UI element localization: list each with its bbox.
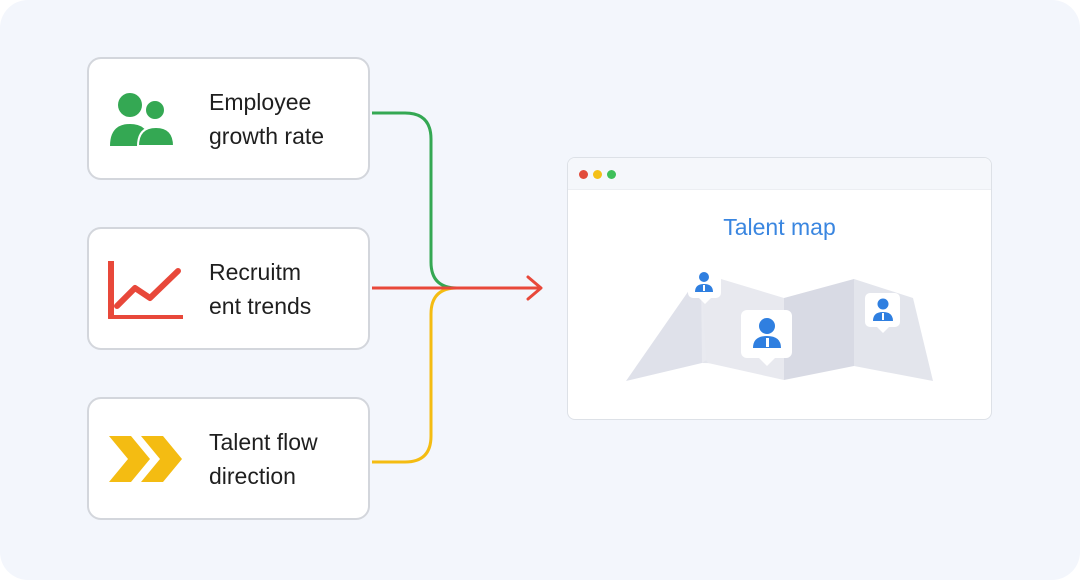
green-connector bbox=[372, 111, 458, 290]
talent-map-window: Talent map bbox=[567, 157, 992, 420]
person-pin-icon bbox=[741, 310, 792, 366]
employee-growth-rate-card[interactable]: Employee growth rate bbox=[87, 57, 370, 180]
arrow-right-icon bbox=[526, 275, 543, 301]
card-label: Recruitm ent trends bbox=[209, 259, 312, 319]
talent-flow-direction-card[interactable]: Talent flow direction bbox=[87, 397, 370, 520]
trend-chart-icon bbox=[108, 261, 183, 319]
recruitment-trends-card[interactable]: Recruitm ent trends bbox=[87, 227, 370, 350]
maximize-dot[interactable] bbox=[607, 170, 616, 179]
people-icon bbox=[110, 93, 176, 147]
person-pin-icon bbox=[688, 267, 721, 304]
close-dot[interactable] bbox=[579, 170, 588, 179]
double-chevron-right-icon bbox=[109, 436, 182, 482]
window-titlebar bbox=[568, 158, 991, 190]
yellow-connector bbox=[372, 286, 458, 464]
talent-map-illustration bbox=[626, 267, 933, 381]
person-pin-icon bbox=[865, 293, 900, 333]
window-title: Talent map bbox=[723, 214, 836, 240]
card-label: Talent flow direction bbox=[209, 429, 318, 489]
card-label: Employee growth rate bbox=[209, 89, 325, 149]
minimize-dot[interactable] bbox=[593, 170, 602, 179]
